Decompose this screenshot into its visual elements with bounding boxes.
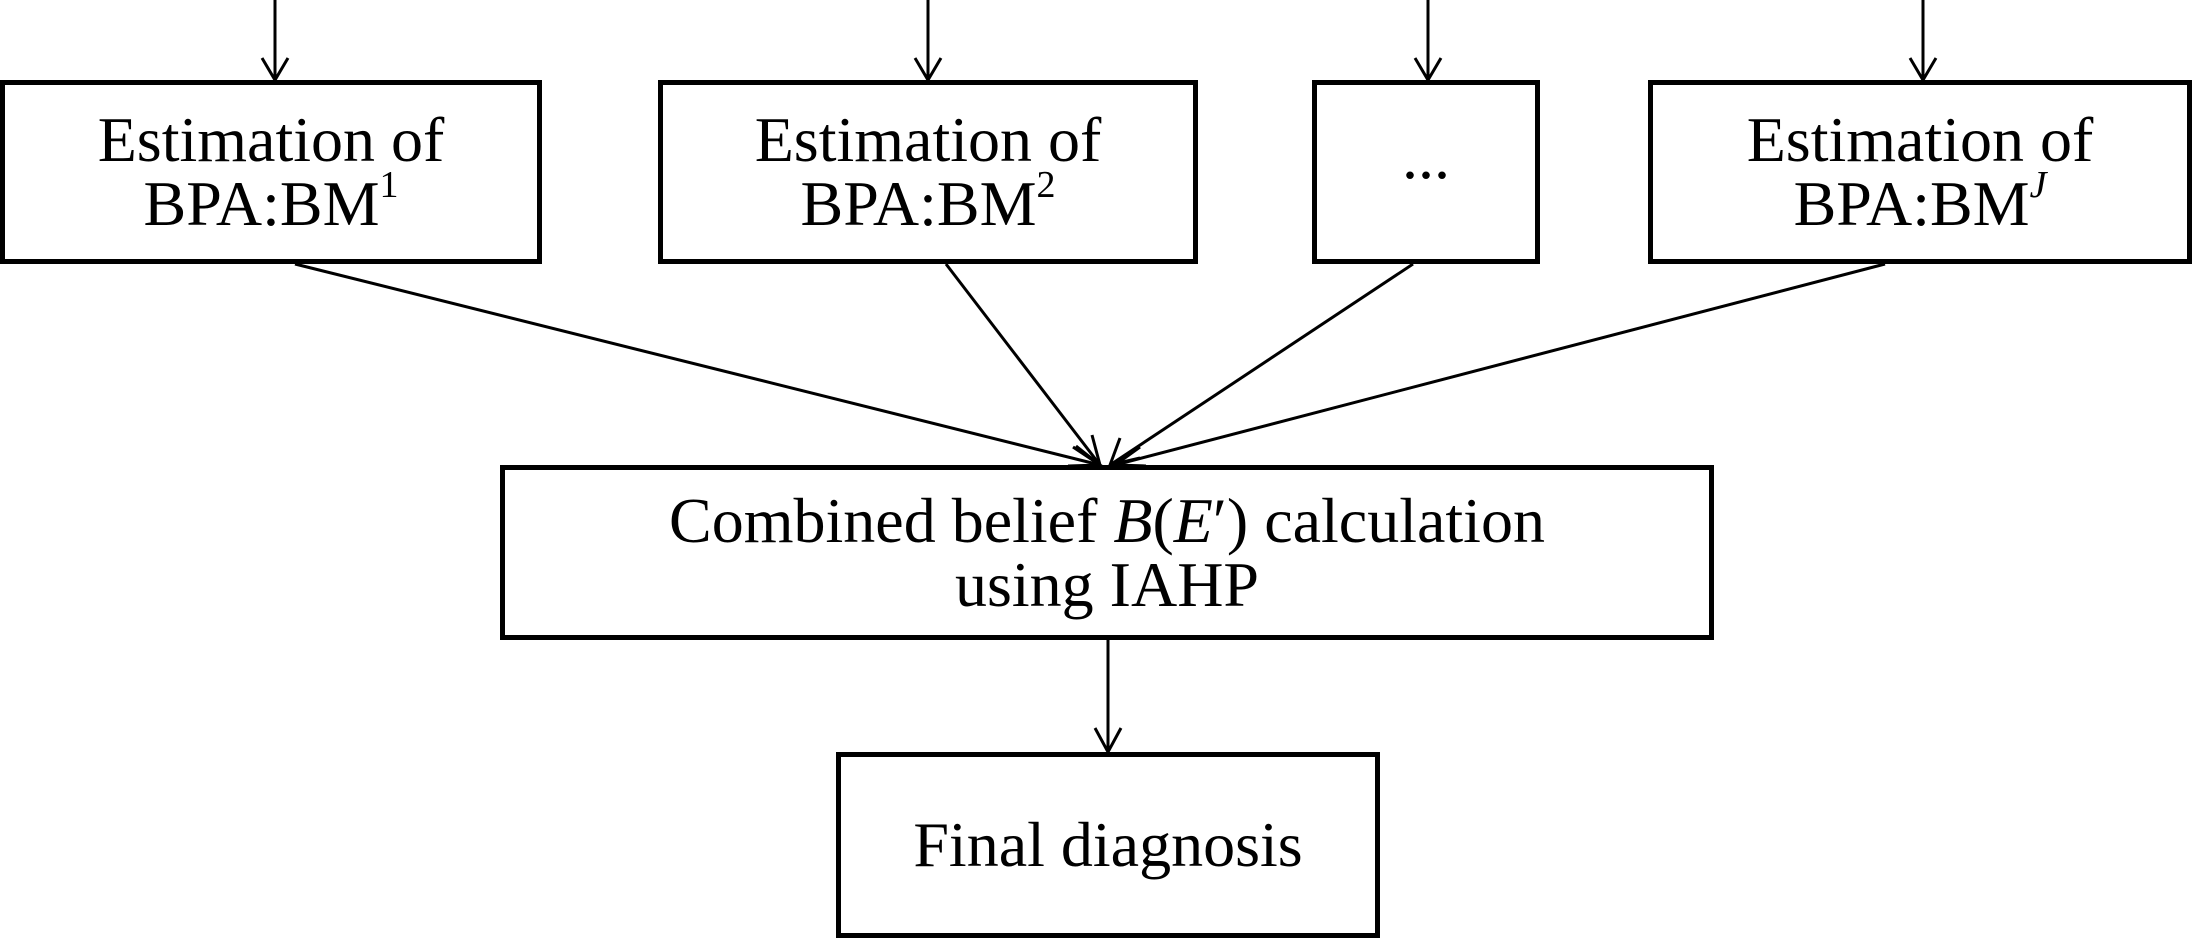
combined-prime: ′ (1212, 484, 1227, 556)
arrow-ellipsis-to-combined (1109, 262, 1414, 467)
combined-open-paren: ( (1152, 484, 1174, 556)
box-bm2-superscript: 2 (1036, 164, 1056, 206)
final-diagnosis-text: Final diagnosis (913, 809, 1303, 880)
combined-line2: using IAHP (954, 548, 1260, 620)
box-ellipsis: ... (1312, 80, 1540, 264)
box-bm1-label: BPA:BM (143, 168, 380, 239)
combined-e-symbol: E (1173, 484, 1213, 556)
box-combined-belief: Combined belief B(E′) calculation using … (500, 465, 1714, 640)
combined-close-paren: ) (1226, 484, 1249, 556)
combined-line1: Combined belief B(E′) calculation (669, 488, 1545, 553)
box-bm2-line1: Estimation of (754, 104, 1102, 175)
box-estimation-bm1: Estimation of BPA:BM1 (0, 80, 542, 264)
combined-pre-text: Combined belief (669, 484, 1114, 556)
box-bm1-line2: BPA:BM1 (144, 166, 399, 236)
box-bmJ-line2: BPA:BMJ (1794, 166, 2047, 236)
arrow-bmJ-to-combined (1114, 262, 1886, 467)
combined-post-text: calculation (1248, 484, 1545, 556)
box-bmJ-label: BPA:BM (1793, 168, 2030, 239)
arrow-bm2-to-combined (944, 263, 1102, 466)
box-bmJ-superscript: J (2029, 164, 2047, 206)
box-bm1-superscript: 1 (379, 164, 399, 206)
box-final-diagnosis: Final diagnosis (836, 752, 1380, 938)
box-bm2-line2: BPA:BM2 (801, 166, 1056, 236)
box-bm2-label: BPA:BM (800, 168, 1037, 239)
arrow-bm1-to-combined (294, 262, 1101, 467)
box-bm1-line1: Estimation of (97, 104, 445, 175)
box-estimation-bmJ: Estimation of BPA:BMJ (1648, 80, 2192, 264)
box-ellipsis-text: ... (1402, 121, 1450, 192)
box-estimation-bm2: Estimation of BPA:BM2 (658, 80, 1198, 264)
box-bmJ-line1: Estimation of (1746, 104, 2094, 175)
combined-b-symbol: B (1113, 484, 1153, 556)
